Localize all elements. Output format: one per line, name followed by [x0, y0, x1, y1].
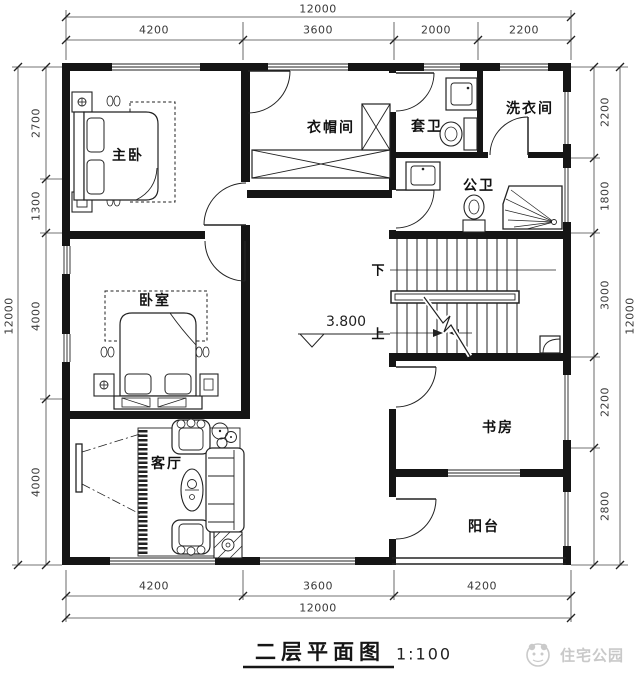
bedroom-bed-group [93, 290, 219, 410]
armchair [171, 519, 211, 556]
bed [83, 111, 159, 201]
room-label-public-bath: 公卫 [463, 177, 495, 193]
dim-right-seg-5: 2800 [598, 491, 612, 521]
corner-shower [502, 185, 563, 230]
room-label-laundry: 洗衣间 [506, 100, 554, 116]
wardrobe [251, 103, 391, 179]
room-label-study: 书房 [482, 419, 514, 435]
dim-top-seg-1: 4200 [139, 23, 169, 37]
ensuite-fixtures [439, 77, 478, 151]
room-label-balcony: 阳台 [468, 518, 500, 534]
master-bed-group [71, 91, 176, 213]
pillow [124, 373, 152, 395]
toilet-base [462, 219, 486, 233]
watermark-logo-icon [526, 643, 550, 667]
nightstand [199, 373, 219, 397]
dim-left-seg-4: 4000 [29, 467, 43, 497]
dim-right-seg-1: 2200 [598, 97, 612, 127]
room-label-bedroom: 卧室 [139, 292, 171, 308]
dim-left-seg-1: 2700 [29, 108, 43, 138]
elevation-marker [298, 333, 390, 348]
drawing-title: 二层平面图 [255, 641, 385, 664]
dim-top-total: 12000 [299, 2, 337, 16]
dim-right-total: 12000 [623, 297, 637, 335]
doors [203, 70, 529, 540]
tv-sightline [81, 433, 141, 453]
pillow [86, 117, 105, 153]
stairs [390, 239, 561, 358]
room-label-ensuite-bath: 套卫 [411, 118, 443, 134]
stairs-up-label: 上 [371, 326, 385, 342]
stairs-down-label: 下 [371, 262, 385, 278]
dim-right-seg-3: 3000 [598, 280, 612, 310]
room-label-cloakroom: 衣帽间 [307, 119, 355, 135]
dim-bottom-total: 12000 [299, 601, 337, 615]
slippers [106, 95, 114, 107]
room-label-living-room: 客厅 [151, 455, 183, 471]
dim-left-seg-2: 1300 [29, 191, 43, 221]
rug [129, 101, 176, 203]
room-label-master-bedroom: 主卧 [112, 147, 144, 163]
stair-break-line [423, 296, 471, 357]
dimension-ticks [13, 12, 625, 623]
living-room-furniture [75, 418, 245, 559]
dim-left-seg-3: 4000 [29, 301, 43, 331]
sofa [205, 447, 245, 533]
dim-bottom-seg-3: 4200 [467, 579, 497, 593]
blanket-fold [169, 312, 197, 346]
dim-top-seg-2: 3600 [303, 23, 333, 37]
balcony-railing [392, 557, 566, 565]
dim-top-seg-4: 2200 [509, 23, 539, 37]
toilet-tank [463, 117, 478, 151]
public-bath-fixtures [405, 161, 563, 233]
blanket-fold [135, 167, 158, 201]
pillow [86, 159, 105, 195]
interior-walls [66, 63, 571, 565]
slippers [195, 346, 203, 358]
plant [211, 422, 237, 449]
windows [61, 62, 572, 566]
tv [75, 443, 83, 493]
side-table-plant [213, 531, 243, 559]
dim-bottom-seg-1: 4200 [139, 579, 169, 593]
dim-left-total: 12000 [2, 297, 16, 335]
armchair [171, 418, 211, 455]
coffee-table [180, 468, 204, 512]
headboard [73, 111, 85, 201]
dim-right-seg-2: 1800 [598, 181, 612, 211]
dim-right-seg-4: 2200 [598, 387, 612, 417]
pillow [164, 373, 192, 395]
up-arrow-icon [433, 329, 443, 337]
stair-corner-detail [539, 335, 561, 354]
dim-bottom-seg-2: 3600 [303, 579, 333, 593]
drawing-scale: 1:100 [395, 644, 453, 664]
tv-sightline [81, 483, 141, 515]
stair-handrail [390, 290, 520, 304]
elevation-value: 3.800 [325, 314, 367, 330]
dim-top-seg-3: 2000 [421, 23, 451, 37]
watermark-text: 住宅公园 [559, 647, 625, 665]
slippers [100, 346, 108, 358]
rug [104, 290, 208, 342]
